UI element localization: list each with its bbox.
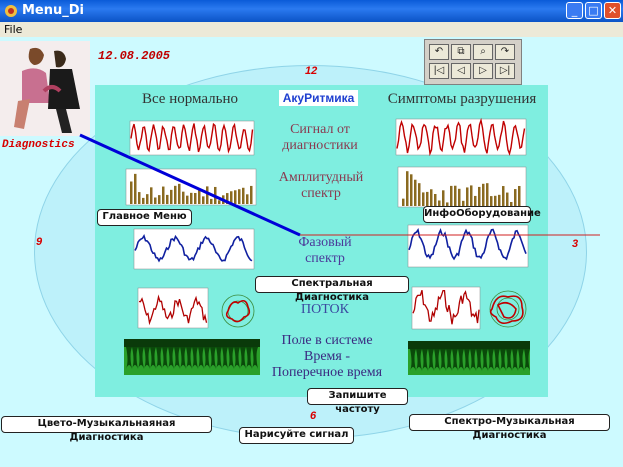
signal-wave-damage [396, 117, 526, 157]
section-field-line3: Поперечное время [271, 365, 383, 380]
write-frequency-button[interactable]: Запишите частоту [307, 388, 408, 415]
minimize-button[interactable]: _ [566, 2, 583, 19]
forward-icon[interactable]: ↷ [495, 44, 515, 60]
prev-icon[interactable]: ◁ [451, 63, 471, 79]
section-field-line1: Поле в системе [281, 333, 373, 348]
phase-chart-damage [407, 224, 529, 268]
dancers-image [0, 41, 90, 136]
section-signal-line1: Сигнал от [290, 122, 350, 137]
header-normal: Все нормально [141, 91, 239, 107]
signal-chart-normal [129, 120, 255, 156]
amplitude-bars-damage [402, 171, 521, 206]
phase-wave-normal [134, 233, 253, 263]
maximize-button[interactable]: □ [585, 2, 602, 19]
last-icon[interactable]: ▷| [495, 63, 515, 79]
draw-signal-button[interactable]: Нарисуйте сигнал [239, 427, 354, 444]
field-chart-damage [408, 341, 530, 375]
title-bar: Menu_Di _ □ ✕ [0, 0, 623, 22]
clock-12: 12 [305, 65, 318, 77]
phase-chart-normal [133, 228, 255, 270]
app-icon [5, 5, 17, 17]
clock-3: 3 [572, 238, 579, 250]
back-icon[interactable]: ↶ [429, 44, 449, 60]
info-equipment-button[interactable]: ИнфоОборудование [423, 206, 541, 223]
field-pattern-damage [410, 349, 530, 371]
header-damage: Симптомы разрушения [387, 91, 537, 107]
flow-chart-damage [411, 286, 481, 330]
flow-wave-normal [138, 294, 208, 326]
section-amplitude: Амплитудный спектр [266, 170, 376, 202]
copy-icon[interactable]: ⧉ [451, 44, 471, 60]
field-chart-normal [124, 339, 260, 375]
brand-label: Diagnostics [2, 139, 75, 151]
next-icon[interactable]: ▷ [473, 63, 493, 79]
phase-wave-damage [408, 228, 527, 261]
amplitude-chart-damage [397, 166, 527, 208]
navigation-toolbar: ↶ ⧉ ⌕ ↷ |◁ ◁ ▷ ▷| [424, 39, 522, 85]
section-signal: Сигнал от диагностики [270, 122, 370, 154]
clock-9: 9 [36, 236, 43, 248]
signal-wave-normal [130, 122, 254, 154]
find-icon[interactable]: ⌕ [473, 44, 493, 60]
section-field-line2: Время - [303, 349, 350, 364]
close-button[interactable]: ✕ [604, 2, 621, 19]
flow-wave-damage [412, 289, 480, 325]
section-phase: Фазовый спектр [280, 235, 370, 267]
pointer-line [79, 133, 301, 237]
section-amplitude-line1: Амплитудный [278, 170, 364, 185]
product-name: АкуРитмика [279, 90, 358, 106]
menu-file[interactable]: File [4, 23, 23, 36]
flow-chart-normal [137, 287, 209, 329]
section-phase-line2: спектр [305, 251, 345, 266]
section-signal-line2: диагностики [282, 138, 358, 153]
color-music-diagnostics-button[interactable]: Цвето-Музыкальнаяная Диагностика [1, 416, 212, 443]
flow-orbit-damage [489, 290, 527, 328]
section-flow: ПОТОК [300, 302, 350, 317]
date-label: 12.08.2005 [98, 49, 171, 63]
section-phase-line1: Фазовый [298, 235, 352, 250]
section-field: Поле в системе Время - Поперечное время [262, 333, 392, 381]
clock-6: 6 [310, 410, 317, 422]
spectro-music-diagnostics-button[interactable]: Спектро-Музыкальная Диагностика [409, 414, 610, 441]
client-area: Diagnostics 12.08.2005 12 3 6 9 ↶ ⧉ ⌕ ↷ … [0, 37, 623, 467]
menu-bar: File [0, 22, 623, 38]
field-pattern-normal [126, 347, 258, 369]
main-menu-button[interactable]: Главное Меню [97, 209, 192, 226]
section-amplitude-line2: спектр [301, 186, 341, 201]
window-title: Menu_Di [22, 3, 85, 18]
spectral-diagnostics-button[interactable]: Спектральная Диагностика [255, 276, 409, 303]
signal-chart-damage [395, 117, 527, 157]
first-icon[interactable]: |◁ [429, 63, 449, 79]
flow-orbit-normal [221, 294, 255, 328]
pointer-overlay [79, 133, 600, 237]
